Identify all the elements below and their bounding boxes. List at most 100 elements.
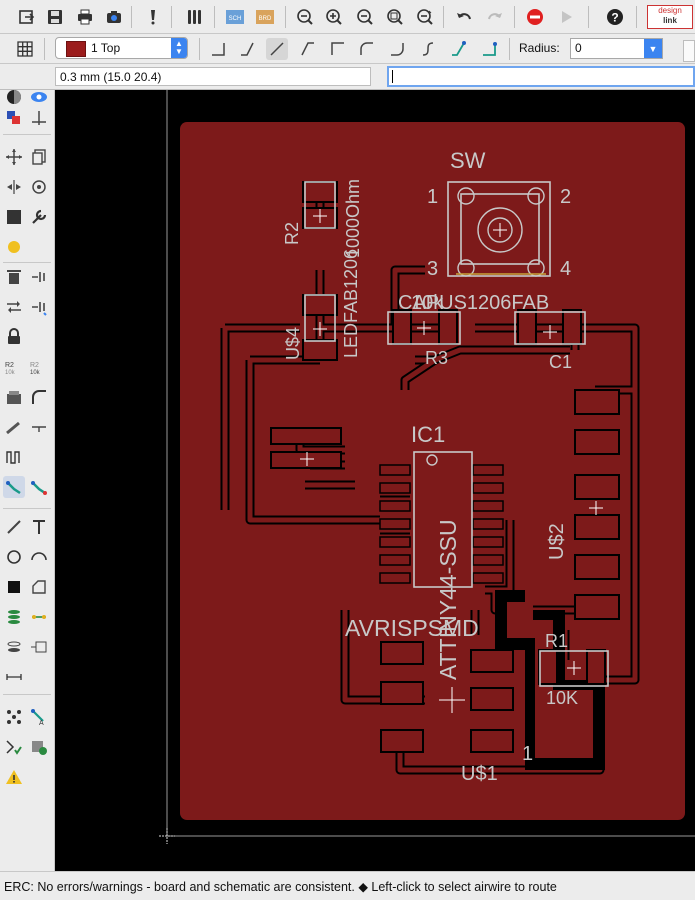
open-icon[interactable] xyxy=(16,6,38,28)
text-caret xyxy=(392,70,393,83)
attribute-icon[interactable] xyxy=(28,636,50,658)
text-icon[interactable] xyxy=(28,516,50,538)
move-icon[interactable] xyxy=(3,146,25,168)
bend-follow-me-icon[interactable] xyxy=(447,38,469,60)
redraw-icon[interactable] xyxy=(414,6,436,28)
sw-label: SW xyxy=(450,148,486,173)
errors-icon[interactable] xyxy=(3,766,25,788)
script-icon[interactable] xyxy=(142,6,164,28)
drc-icon[interactable] xyxy=(28,736,50,758)
mirror-icon[interactable] xyxy=(3,176,25,198)
u2-label: U$2 xyxy=(546,523,568,560)
u1-label: U$1 xyxy=(461,763,498,785)
signal-icon[interactable] xyxy=(28,606,50,628)
display-icon[interactable] xyxy=(3,107,25,129)
save-icon[interactable] xyxy=(44,6,66,28)
pad xyxy=(380,681,424,705)
help-icon[interactable]: ? xyxy=(604,6,626,28)
group-icon[interactable] xyxy=(3,206,25,228)
copy-icon[interactable] xyxy=(28,146,50,168)
paste-icon[interactable] xyxy=(3,236,25,258)
r3-value-label: 10k xyxy=(411,292,444,314)
via-icon[interactable] xyxy=(3,606,25,628)
pad xyxy=(574,514,620,540)
arc-icon[interactable] xyxy=(28,546,50,568)
split-icon[interactable] xyxy=(3,416,25,438)
mark-icon[interactable] xyxy=(28,107,50,129)
grid-icon[interactable] xyxy=(14,38,36,60)
main-toolbar: SCH BRD ? design link xyxy=(0,0,695,34)
design-link-icon[interactable]: design link xyxy=(647,5,693,29)
brd-icon[interactable]: BRD xyxy=(254,6,276,28)
dimension-icon[interactable] xyxy=(3,666,25,688)
add-icon[interactable] xyxy=(28,266,50,288)
undo-icon[interactable] xyxy=(453,6,475,28)
rect-icon[interactable] xyxy=(3,576,25,598)
svg-text:A: A xyxy=(39,720,44,726)
u4-label: U$4 xyxy=(283,327,303,360)
radius-input[interactable]: 0 ▼ xyxy=(570,38,663,59)
logo-text-design: design xyxy=(658,6,682,15)
chevron-down-icon[interactable]: ▼ xyxy=(644,39,662,58)
layer-color-swatch xyxy=(66,41,86,57)
circle-icon[interactable] xyxy=(3,546,25,568)
ripup-icon[interactable] xyxy=(28,476,50,498)
zoom-fit-icon[interactable] xyxy=(294,6,316,28)
pad xyxy=(574,429,620,455)
cap-value-label: CAPUS1206FAB xyxy=(398,292,549,314)
print-icon[interactable] xyxy=(74,6,96,28)
sch-icon[interactable]: SCH xyxy=(224,6,246,28)
redo-icon[interactable] xyxy=(484,6,506,28)
erc-icon[interactable] xyxy=(3,736,25,758)
bend-follow-me-alt-icon[interactable] xyxy=(478,38,500,60)
polygon-icon[interactable] xyxy=(28,576,50,598)
wire-icon[interactable] xyxy=(3,516,25,538)
bend-arc-alt-icon[interactable] xyxy=(386,38,408,60)
zoom-select-icon[interactable] xyxy=(384,6,406,28)
change-icon[interactable] xyxy=(28,206,50,228)
go-icon[interactable] xyxy=(555,6,577,28)
bend-45-alt-icon[interactable] xyxy=(297,38,319,60)
status-bar: ERC: No errors/warnings - board and sche… xyxy=(0,871,695,900)
svg-text:R2: R2 xyxy=(30,362,39,369)
info-icon[interactable] xyxy=(3,86,25,108)
miter-icon[interactable] xyxy=(28,386,50,408)
layer-select[interactable]: 1 Top ▲▼ xyxy=(55,37,188,59)
stop-icon[interactable] xyxy=(524,6,546,28)
hole-icon[interactable] xyxy=(3,636,25,658)
ic1-outline xyxy=(413,451,473,588)
zoom-in-icon[interactable] xyxy=(323,6,345,28)
zoom-out-icon[interactable] xyxy=(354,6,376,28)
smash-icon[interactable] xyxy=(3,386,25,408)
ulp-icon[interactable] xyxy=(183,6,205,28)
pad xyxy=(302,339,338,361)
lock-icon[interactable] xyxy=(3,326,25,348)
route-icon[interactable] xyxy=(3,476,25,498)
r3-outline xyxy=(387,311,461,345)
bend-free-icon[interactable] xyxy=(417,38,439,60)
bend-90-alt-icon[interactable] xyxy=(327,38,349,60)
show-icon[interactable] xyxy=(28,86,50,108)
optimize-icon[interactable] xyxy=(28,416,50,438)
bend-90-icon[interactable] xyxy=(207,38,229,60)
rotate-icon[interactable] xyxy=(28,176,50,198)
pad xyxy=(470,649,514,673)
ratsnest-icon[interactable] xyxy=(3,706,25,728)
board-drawing[interactable]: SW 1 2 3 4 R2 LEDFAB1206 1000Ohm U$4 CAP… xyxy=(55,90,695,871)
meander-icon[interactable] xyxy=(3,446,25,468)
replace-icon[interactable] xyxy=(28,296,50,318)
autorouter-icon[interactable]: A xyxy=(28,706,50,728)
bend-45-icon[interactable] xyxy=(236,38,258,60)
bend-straight-icon[interactable] xyxy=(266,38,288,60)
pad xyxy=(270,451,342,469)
bend-arc-icon[interactable] xyxy=(356,38,378,60)
cam-icon[interactable] xyxy=(103,6,125,28)
command-input[interactable] xyxy=(387,66,695,87)
board-canvas[interactable]: SW 1 2 3 4 R2 LEDFAB1206 1000Ohm U$4 CAP… xyxy=(55,90,695,871)
delete-icon[interactable] xyxy=(3,266,25,288)
pinswap-icon[interactable] xyxy=(3,296,25,318)
svg-text:?: ? xyxy=(611,11,618,25)
sw-outline xyxy=(447,181,551,277)
